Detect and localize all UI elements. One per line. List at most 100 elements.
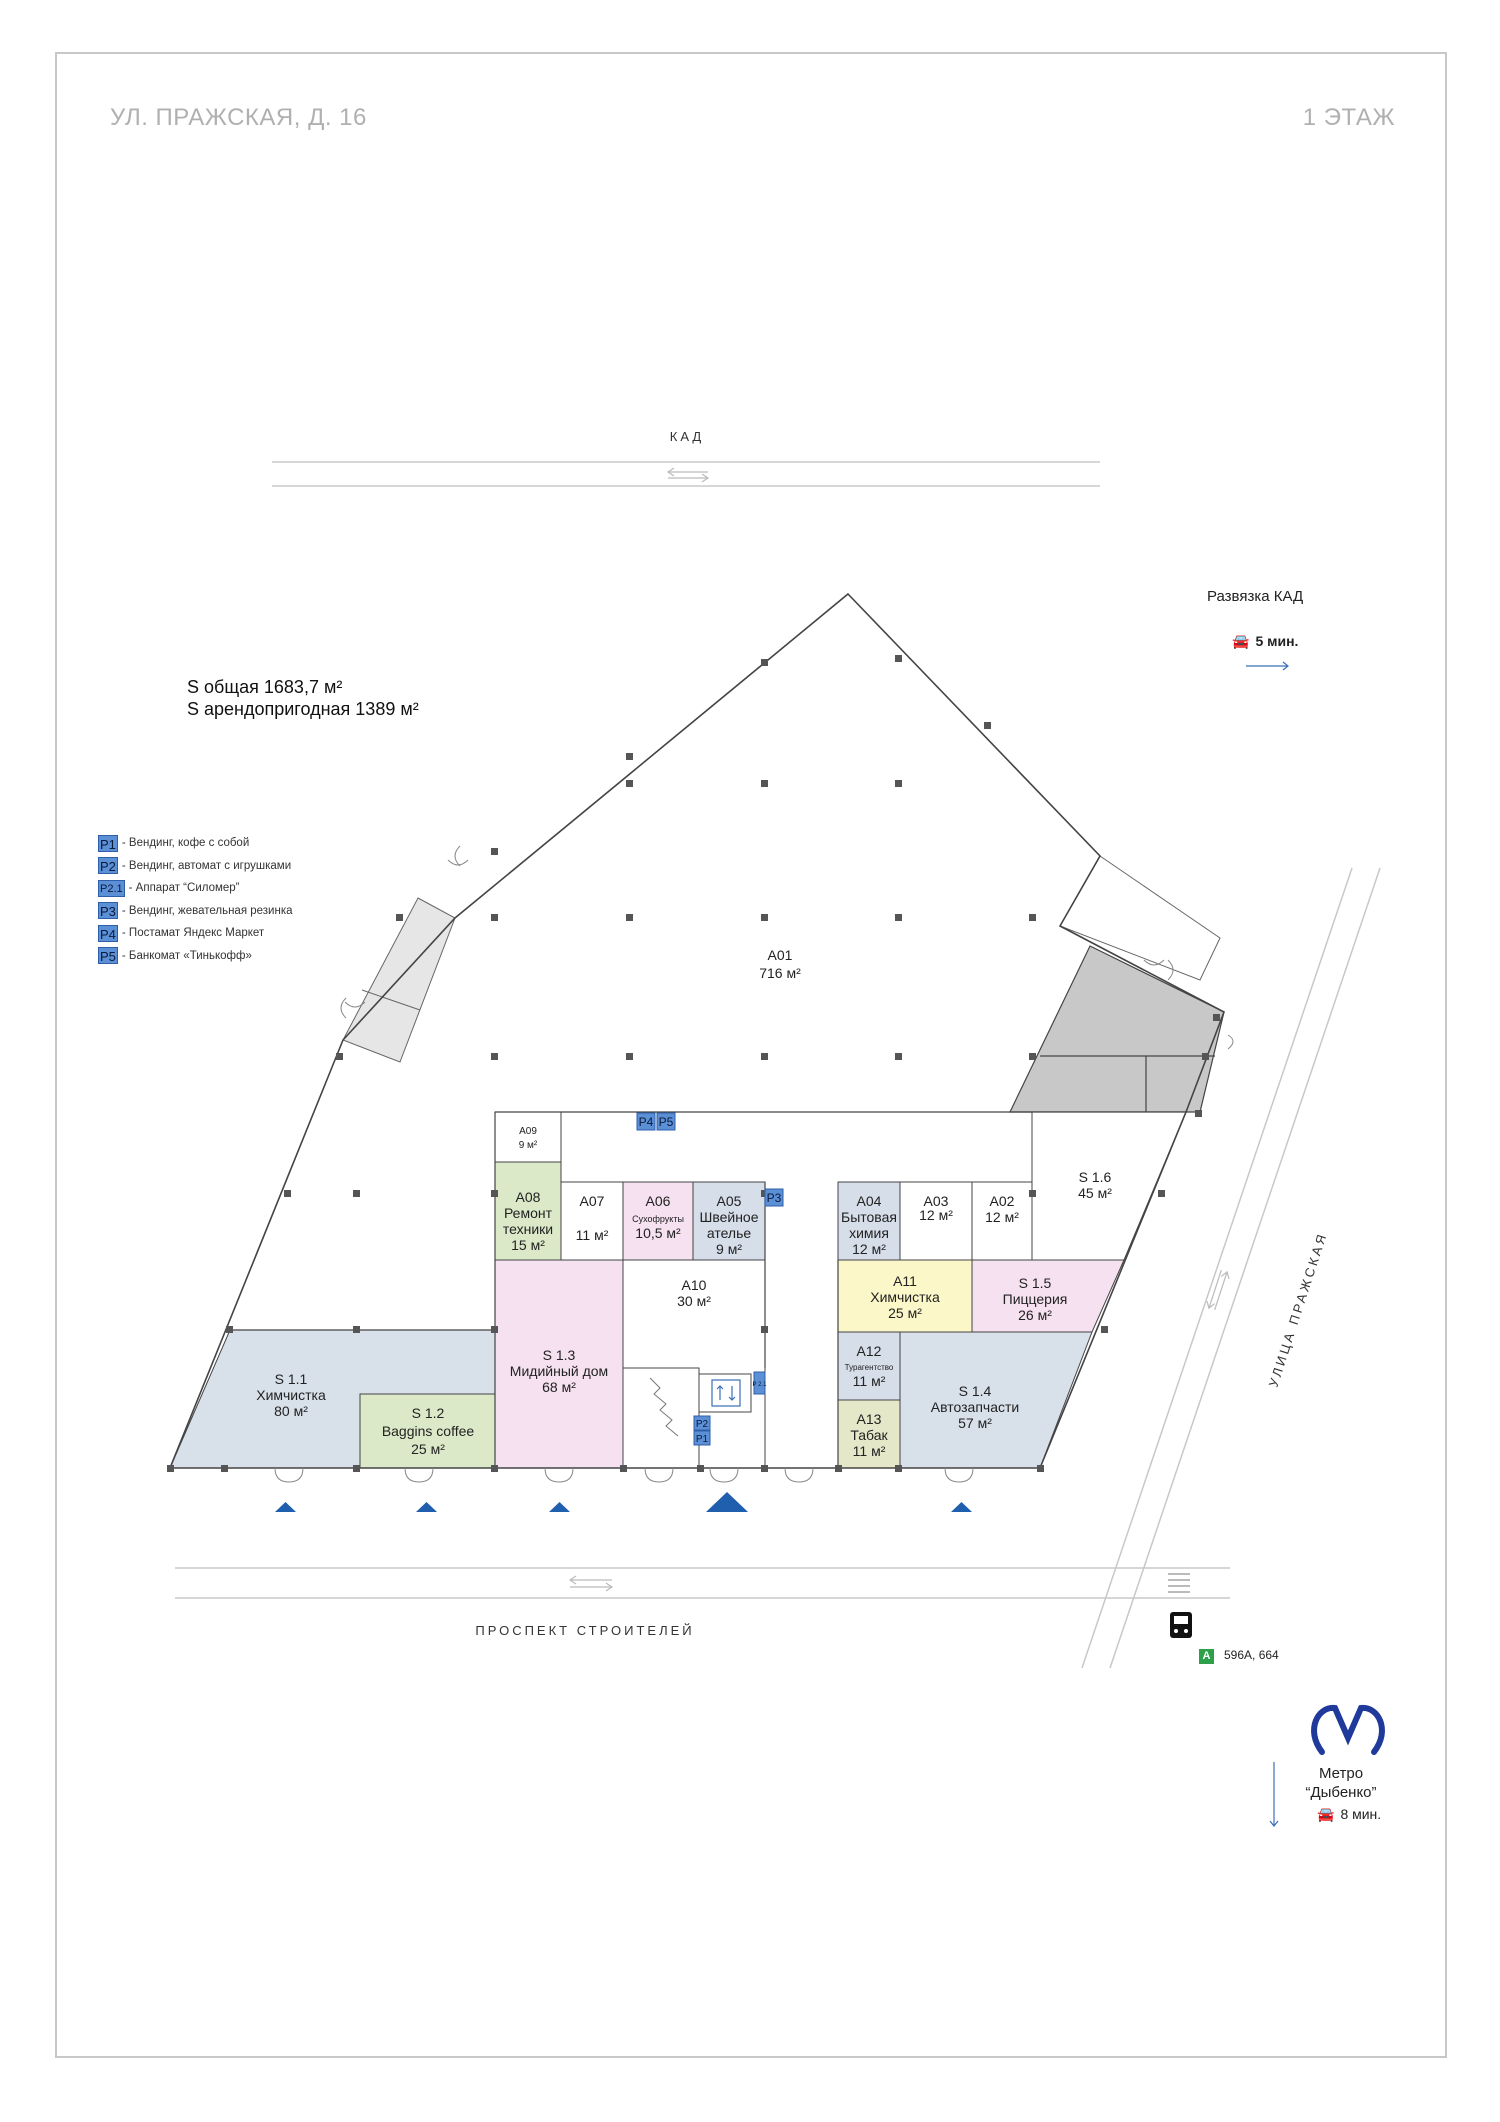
- legend-code: P4: [98, 924, 118, 942]
- svg-text:45 м²: 45 м²: [1078, 1185, 1112, 1201]
- unit-labels: А01 716 м² А09 9 м² А08 Ремонт техники 1…: [256, 947, 1112, 1459]
- svg-text:А11: А11: [893, 1273, 917, 1289]
- svg-text:12 м²: 12 м²: [852, 1241, 886, 1257]
- legend-code: P1: [98, 834, 118, 852]
- floor-title: 1 ЭТАЖ: [1302, 104, 1395, 131]
- svg-text:А10: А10: [682, 1277, 707, 1293]
- svg-text:Ремонт: Ремонт: [504, 1205, 553, 1221]
- svg-text:9 м²: 9 м²: [716, 1241, 742, 1257]
- svg-text:А02: А02: [990, 1193, 1015, 1209]
- entrance-arrow-icon: [416, 1502, 437, 1512]
- prospect-road-label: ПРОСПЕКТ СТРОИТЕЛЕЙ: [475, 1623, 694, 1638]
- svg-text:Сухофрукты: Сухофрукты: [632, 1214, 684, 1224]
- svg-text:P5: P5: [659, 1115, 674, 1129]
- legend-code: P2.1: [98, 879, 125, 897]
- svg-text:68 м²: 68 м²: [542, 1379, 576, 1395]
- svg-text:техники: техники: [503, 1221, 553, 1237]
- svg-text:А07: А07: [580, 1193, 605, 1209]
- svg-text:26 м²: 26 м²: [1018, 1307, 1052, 1323]
- svg-text:P1: P1: [696, 1434, 709, 1445]
- legend-item: P5- Банкомат «Тинькофф»: [98, 945, 293, 968]
- legend-text: - Аппарат “Силомер”: [128, 882, 240, 895]
- svg-text:57 м²: 57 м²: [958, 1415, 992, 1431]
- two-way-arrow-icon: [568, 1575, 614, 1592]
- crosswalk: [1168, 1573, 1190, 1593]
- svg-text:Бытовая: Бытовая: [841, 1209, 897, 1225]
- legend-item: P2- Вендинг, автомат с игрушками: [98, 855, 293, 878]
- legend-text: - Вендинг, кофе с собой: [121, 837, 250, 850]
- marker-p21: [753, 1371, 766, 1395]
- svg-text:А04: А04: [857, 1193, 882, 1209]
- unit-a04: [837, 1181, 901, 1261]
- unit-a02: [971, 1181, 1033, 1261]
- marker-p1: [693, 1430, 711, 1446]
- svg-text:P2: P2: [696, 1419, 709, 1430]
- legend-text: - Банкомат «Тинькофф»: [121, 949, 252, 962]
- doors: [274, 845, 1234, 1483]
- svg-text:А03: А03: [924, 1193, 949, 1209]
- stairs-icon: [649, 1377, 679, 1437]
- metro-time: 🚘8 мин.: [1317, 1806, 1382, 1822]
- corridor-walls: [230, 1111, 1186, 1468]
- unit-a13: [837, 1399, 901, 1469]
- svg-text:S 1.5: S 1.5: [1019, 1275, 1052, 1291]
- legend-item: P1- Вендинг, кофе с собой: [98, 832, 293, 855]
- bus-icon: [1170, 1612, 1192, 1638]
- prospect-road: ПРОСПЕКТ СТРОИТЕЛЕЙ: [175, 1567, 1230, 1638]
- svg-text:15 м²: 15 м²: [511, 1237, 545, 1253]
- svg-text:25 м²: 25 м²: [888, 1305, 922, 1321]
- svg-text:12 м²: 12 м²: [919, 1207, 953, 1223]
- car-icon: 🚘: [1317, 1806, 1335, 1822]
- car-icon: 🚘: [1232, 633, 1250, 649]
- legend-item: P2.1- Аппарат “Силомер”: [98, 877, 293, 900]
- legend-item: P4- Постамат Яндекс Маркет: [98, 922, 293, 945]
- rentable-area: S арендопригодная 1389 м²: [187, 699, 419, 719]
- total-area: S общая 1683,7 м²: [187, 677, 343, 697]
- svg-text:Табак: Табак: [850, 1427, 888, 1443]
- legend-code: P2: [98, 857, 118, 875]
- svg-text:P4: P4: [639, 1115, 654, 1129]
- area-summary: S общая 1683,7 м² S арендопригодная 1389…: [187, 676, 419, 720]
- svg-text:А12: А12: [857, 1343, 882, 1359]
- unit-s12: [359, 1393, 496, 1469]
- metro-logo-icon: [1311, 1704, 1385, 1755]
- svg-text:ателье: ателье: [707, 1225, 752, 1241]
- svg-text:11 м²: 11 м²: [853, 1443, 886, 1459]
- entrance-arrow-icon: [549, 1502, 570, 1512]
- unit-a09: [494, 1111, 562, 1163]
- svg-text:30 м²: 30 м²: [677, 1293, 711, 1309]
- svg-text:Турагентство: Турагентство: [845, 1363, 894, 1372]
- svg-text:10,5 м²: 10,5 м²: [635, 1225, 681, 1241]
- kad-junction-time: 🚘5 мин.: [1232, 633, 1299, 649]
- legend-text: - Вендинг, жевательная резинка: [121, 904, 293, 917]
- two-way-arrow-icon: [666, 467, 710, 483]
- legend: P1- Вендинг, кофе с собой P2- Вендинг, а…: [98, 832, 293, 967]
- units: [169, 855, 1225, 1469]
- svg-text:химия: химия: [849, 1225, 889, 1241]
- marker-p5: [656, 1112, 676, 1131]
- bus-badge: А: [1199, 1649, 1214, 1664]
- svg-text:S 1.3: S 1.3: [543, 1347, 576, 1363]
- legend-text: - Постамат Яндекс Маркет: [121, 927, 265, 940]
- svg-text:Швейное: Швейное: [699, 1209, 758, 1225]
- svg-text:9 м²: 9 м²: [519, 1140, 538, 1151]
- marker-p4: [636, 1112, 656, 1131]
- metro-arrow-icon: [1269, 1762, 1279, 1827]
- unit-a12: [837, 1331, 901, 1401]
- elevator-icon: [711, 1379, 741, 1407]
- legend-code: P3: [98, 902, 118, 920]
- prazhskaya-road-label: УЛИЦА ПРАЖСКАЯ: [1266, 1230, 1330, 1389]
- svg-text:Химчистка: Химчистка: [870, 1289, 940, 1305]
- svg-text:А13: А13: [857, 1411, 882, 1427]
- legend-item: P3- Вендинг, жевательная резинка: [98, 900, 293, 923]
- two-way-arrow-icon: [1206, 1269, 1230, 1311]
- svg-text:11 м²: 11 м²: [576, 1227, 609, 1243]
- kad-junction-label: Развязка КАД: [1207, 588, 1304, 605]
- kad-arrow-icon: [1246, 661, 1289, 671]
- svg-text:Автозапчасти: Автозапчасти: [931, 1399, 1019, 1415]
- svg-text:Baggins coffee: Baggins coffee: [382, 1423, 475, 1439]
- entrance-arrows: [275, 1492, 972, 1512]
- svg-text:P3: P3: [767, 1191, 782, 1205]
- svg-text:А08: А08: [516, 1189, 541, 1205]
